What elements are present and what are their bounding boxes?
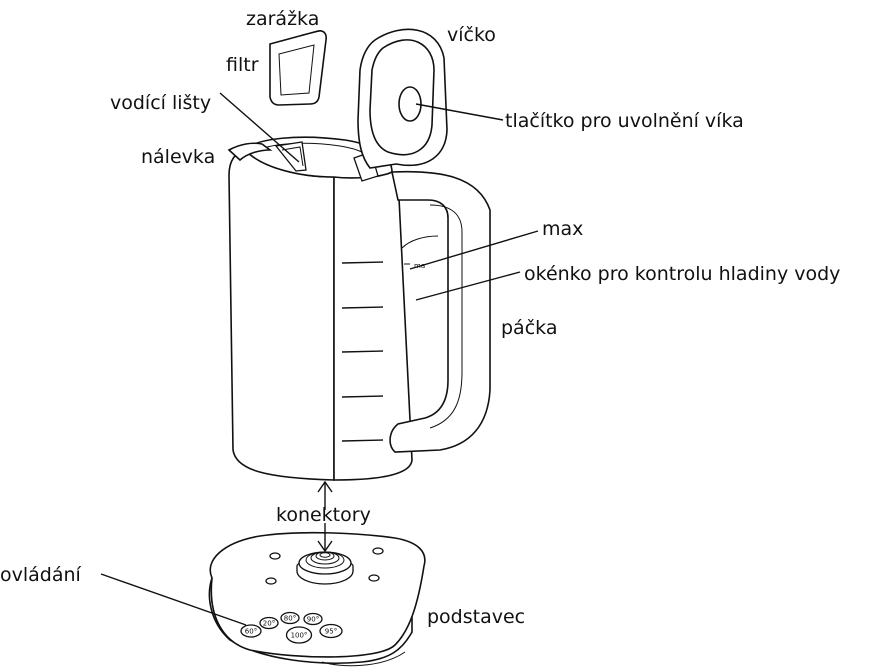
label-nalevka: nálevka [141,146,215,168]
svg-text:95°: 95° [325,628,337,636]
svg-text:80°: 80° [284,615,296,623]
lid [358,29,447,168]
kettle-body: ma [229,137,490,480]
label-vodici-listy: vodící lišty [110,92,211,114]
button-95[interactable]: 95° [320,625,342,638]
svg-text:90°: 90° [307,616,319,624]
label-podstavec: podstavec [427,606,525,628]
button-100[interactable]: 100° [287,627,312,643]
button-20[interactable]: 20° [260,618,278,629]
svg-text:60°: 60° [245,628,257,636]
svg-text:100°: 100° [291,632,308,640]
filter [270,31,326,105]
label-zarazka: zarážka [246,8,319,30]
label-packa: páčka [501,317,557,339]
label-okenko: okénko pro kontrolu hladiny vody [524,263,840,285]
button-60[interactable]: 60° [241,625,261,637]
svg-text:20°: 20° [263,620,275,628]
button-80[interactable]: 80° [281,613,299,624]
label-filtr: filtr [226,54,259,76]
label-max: max [542,218,583,240]
base-station [209,533,424,666]
label-ovladani: ovládání [0,564,82,586]
button-90[interactable]: 90° [304,614,322,625]
label-tlacitko: tlačítko pro uvolnění víka [505,110,744,132]
label-vicko: víčko [447,24,496,46]
label-konektory: konektory [276,504,371,526]
